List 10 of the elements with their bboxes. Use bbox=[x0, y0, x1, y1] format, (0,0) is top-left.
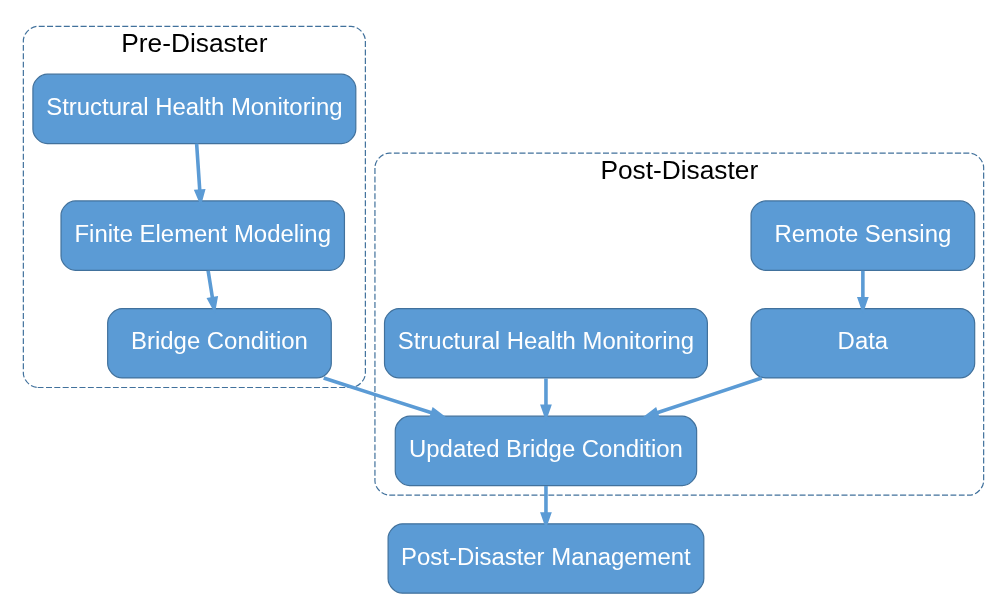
node-box: Finite Element Modeling bbox=[59, 199, 345, 271]
node-box: Structural Health Monitoring bbox=[31, 73, 356, 144]
arrow bbox=[322, 375, 447, 418]
node-box: Remote Sensing bbox=[749, 199, 975, 271]
node-box: Post-Disaster Management bbox=[387, 522, 704, 594]
node-box: Bridge Condition bbox=[106, 307, 332, 379]
arrow bbox=[641, 375, 762, 418]
node-box: Structural Health Monitoring bbox=[383, 307, 708, 379]
node-box: Updated Bridge Condition bbox=[394, 415, 697, 486]
node-box: Data bbox=[749, 307, 975, 379]
